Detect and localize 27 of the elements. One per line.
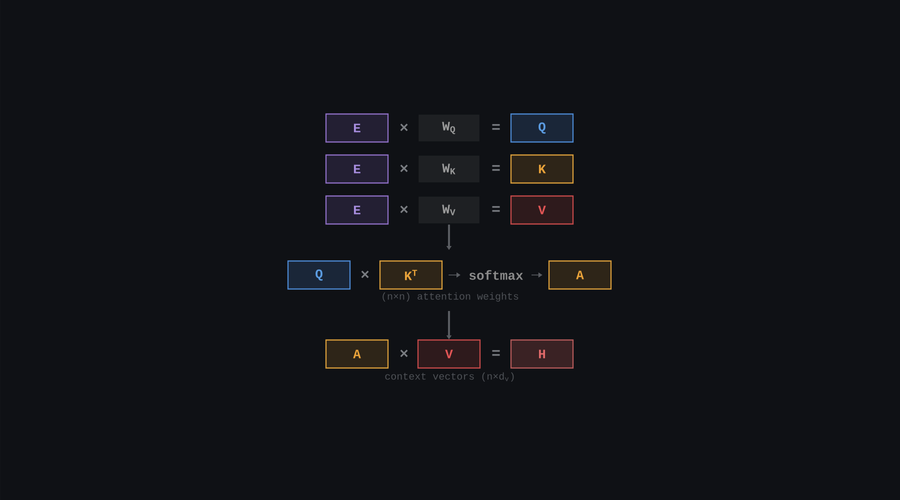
matrix-box: E	[325, 154, 389, 184]
matrix-box: H	[510, 339, 574, 369]
operator-sign: ×	[400, 350, 408, 358]
matrix-box: V	[510, 195, 574, 225]
matrix-box: Q	[287, 260, 351, 290]
matrix-box: W$_{K}$	[417, 154, 481, 184]
operator-sign: =	[492, 124, 500, 130]
matrix-box: A	[325, 339, 389, 369]
matrix-box: Q	[510, 113, 574, 143]
matrix-box: E	[325, 195, 389, 225]
matrix-box: E	[325, 113, 389, 143]
operator-sign: =	[492, 350, 500, 356]
matrix-box: V	[417, 339, 481, 369]
operator-sign: =	[492, 206, 500, 212]
matrix-box: K$^{T}$	[379, 260, 443, 290]
operator-sign: ×	[361, 270, 369, 278]
operator-sign: ×	[400, 206, 408, 214]
operator-sign: ×	[400, 164, 408, 172]
matrix-box: W$_{V}$	[417, 195, 481, 225]
matrix-box: W$_{Q}$	[417, 113, 481, 143]
matrix-box: A	[548, 260, 612, 290]
operator-sign: ×	[400, 124, 408, 132]
caption-note: context vectors (n×d$_{v}$)	[385, 372, 514, 382]
matrix-box: K	[510, 154, 574, 184]
operation-label: softmax	[469, 270, 523, 280]
operator-sign: =	[492, 165, 500, 171]
caption-note: (n×n) attention weights	[382, 292, 518, 302]
